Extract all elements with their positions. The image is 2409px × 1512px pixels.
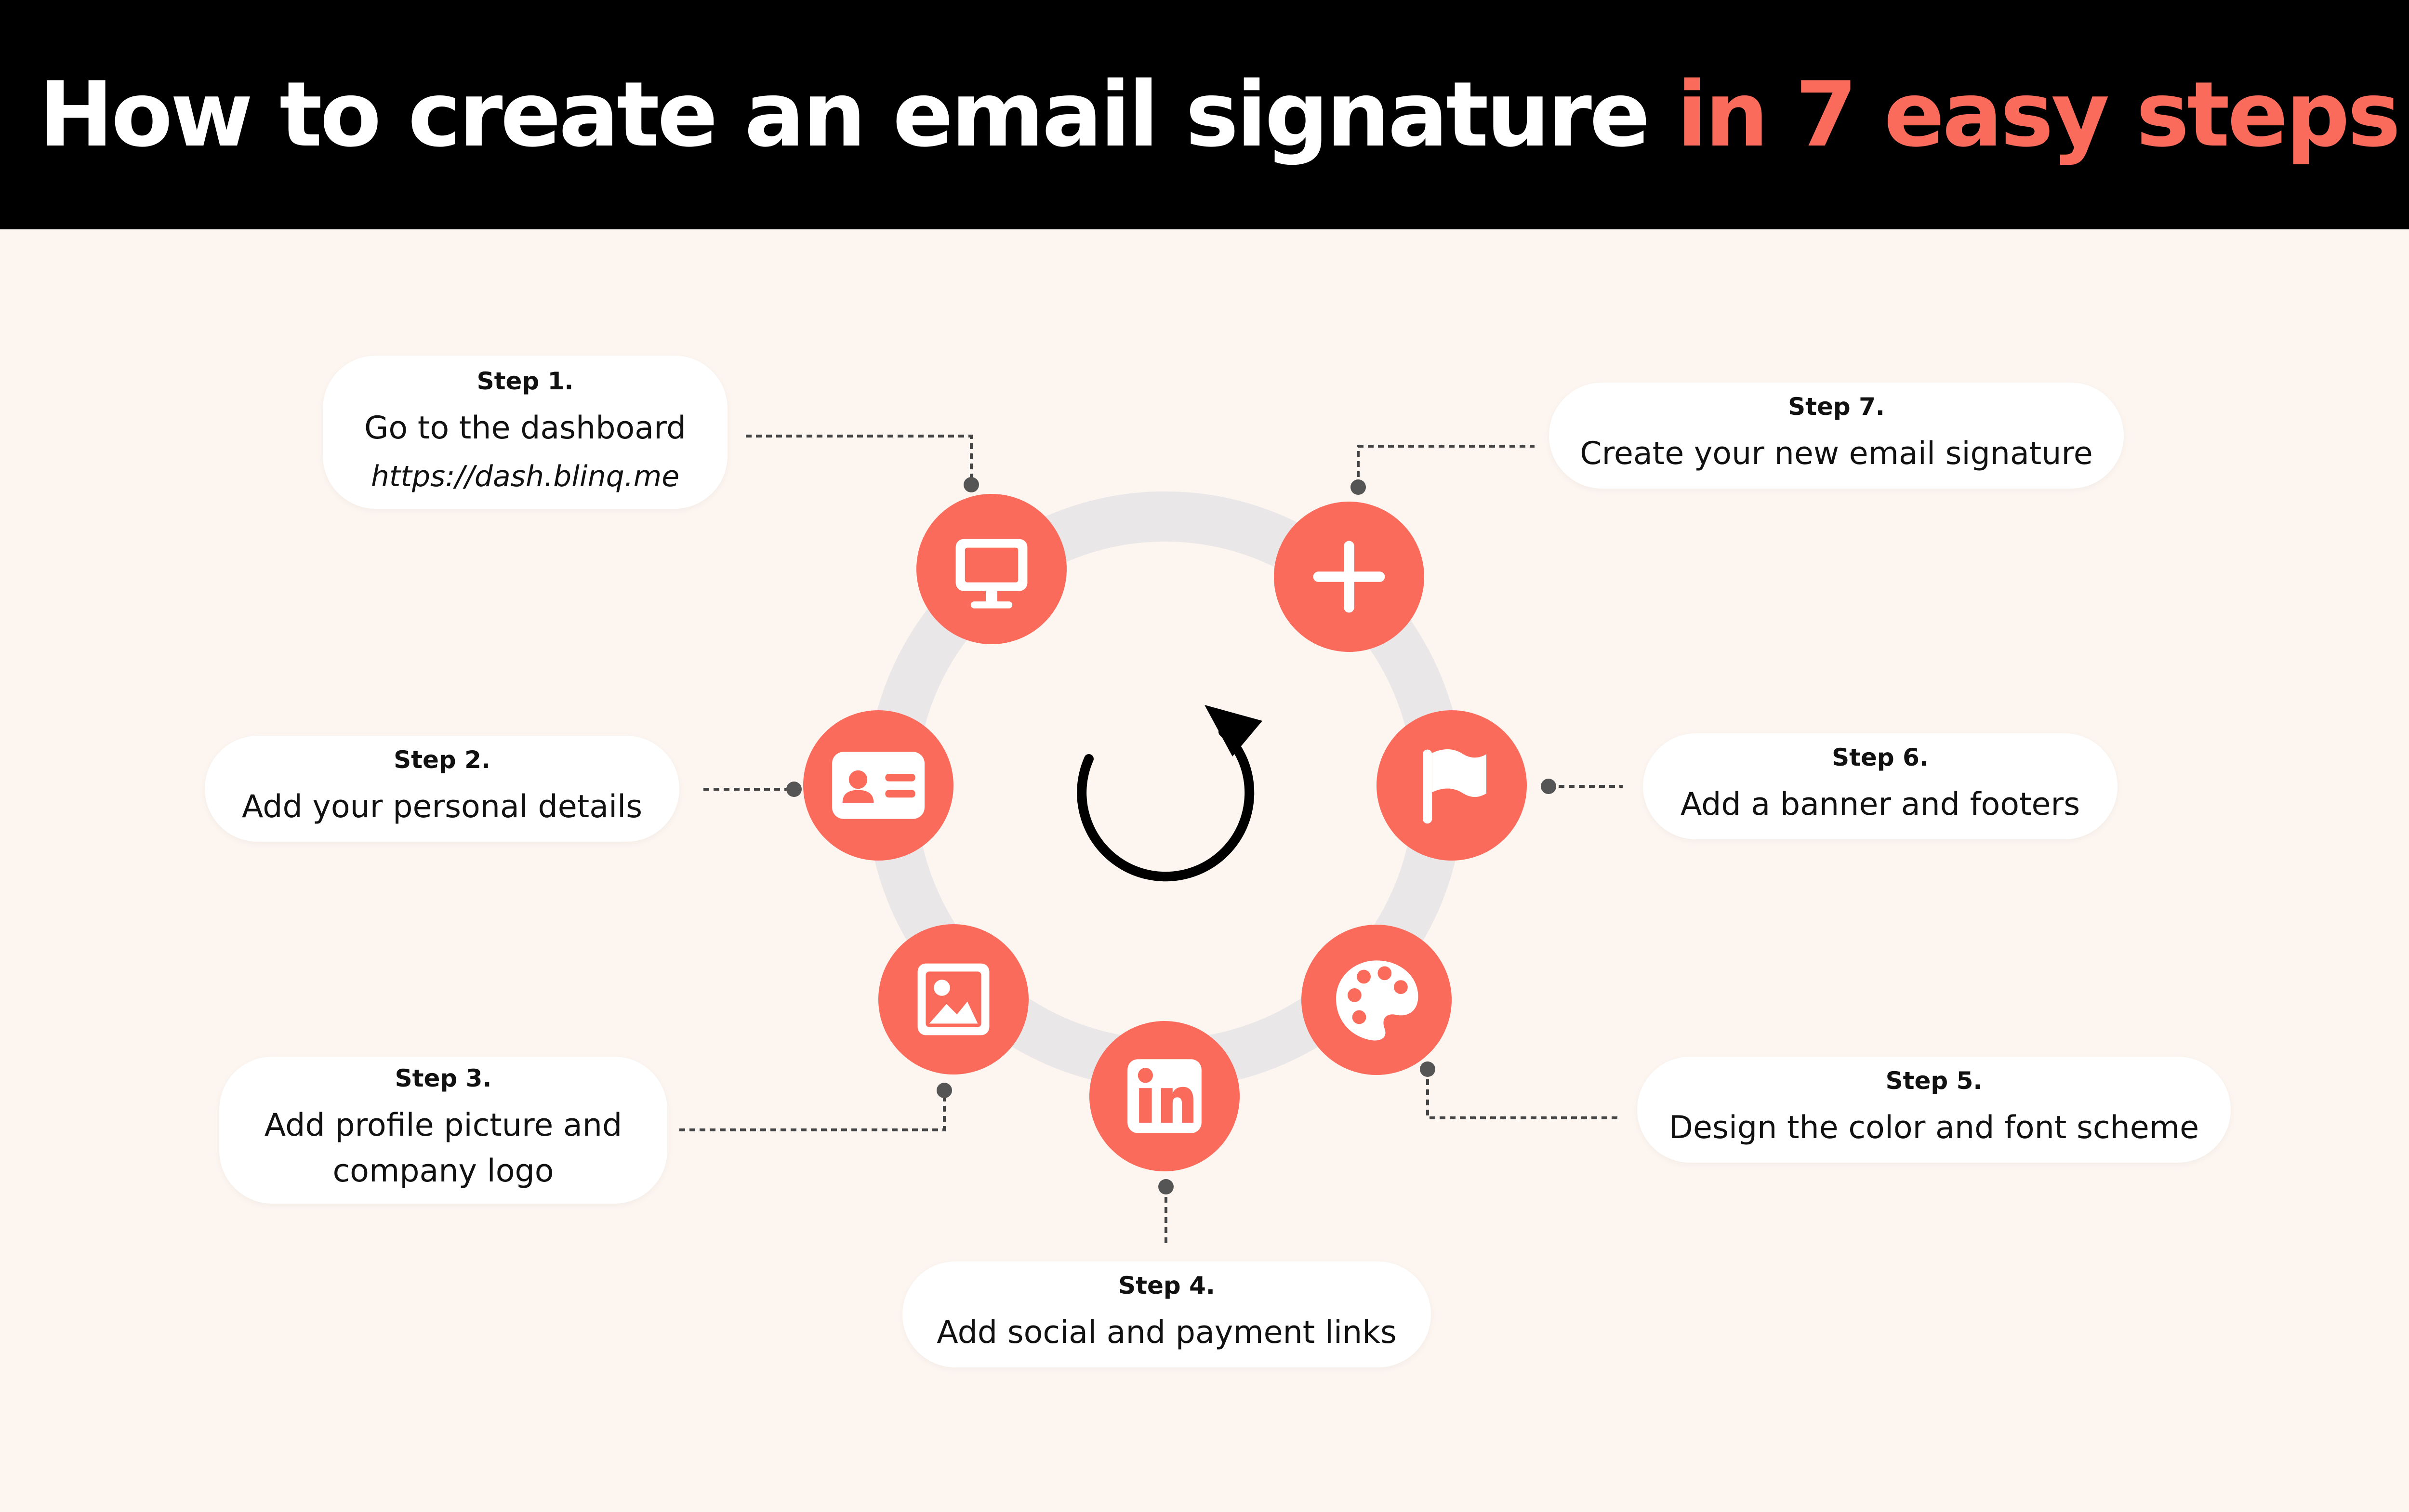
step-7-label: Create your new email signature bbox=[1580, 435, 2093, 472]
id-card-icon bbox=[832, 752, 925, 819]
step-2-node bbox=[803, 710, 953, 861]
image-icon bbox=[917, 963, 990, 1035]
step-2-label: Add your personal details bbox=[241, 788, 643, 825]
step-3-number: Step 3. bbox=[395, 1064, 492, 1093]
step-4-number: Step 4. bbox=[1118, 1271, 1215, 1300]
step-7-node bbox=[1274, 502, 1424, 652]
step-5-label: Design the color and font scheme bbox=[1668, 1109, 2199, 1146]
step-5-number: Step 5. bbox=[1885, 1066, 1983, 1095]
cycle-arrow-icon bbox=[1077, 705, 1262, 882]
step-1-card: Step 1. Go to the dashboard https://dash… bbox=[323, 356, 728, 509]
step-3-node bbox=[878, 924, 1029, 1074]
step-3-card: Step 3. Add profile picture and company … bbox=[219, 1057, 667, 1204]
step-6-card: Step 6. Add a banner and footers bbox=[1643, 733, 2118, 839]
step-6-label: Add a banner and footers bbox=[1680, 786, 2080, 822]
step-4-card: Step 4. Add social and payment links bbox=[902, 1261, 1431, 1367]
connector-dots bbox=[786, 477, 1556, 1194]
step-6-number: Step 6. bbox=[1832, 743, 1929, 771]
header-banner: How to create an email signature in 7 ea… bbox=[0, 0, 2409, 229]
step-4-label: Add social and payment links bbox=[937, 1314, 1397, 1351]
title-main: How to create an email signature bbox=[39, 62, 1650, 167]
step-1-label: Go to the dashboard bbox=[364, 410, 686, 446]
page-title: How to create an email signature in 7 ea… bbox=[39, 70, 2401, 159]
step-5-node bbox=[1301, 925, 1452, 1075]
step-3-label: Add profile picture and company logo bbox=[264, 1107, 622, 1189]
step-6-node bbox=[1377, 710, 1527, 861]
step-2-number: Step 2. bbox=[394, 745, 490, 774]
step-7-number: Step 7. bbox=[1788, 392, 1885, 421]
dashboard-url[interactable]: https://dash.blinq.me bbox=[371, 460, 680, 494]
connectors bbox=[679, 435, 1623, 1247]
step-1-node bbox=[916, 494, 1067, 644]
step-4-node bbox=[1089, 1021, 1240, 1171]
linkedin-icon bbox=[1127, 1059, 1202, 1133]
step-7-card: Step 7. Create your new email signature bbox=[1549, 383, 2124, 489]
title-highlight: in 7 easy steps bbox=[1676, 62, 2401, 167]
step-1-number: Step 1. bbox=[477, 367, 574, 395]
step-5-card: Step 5. Design the color and font scheme bbox=[1637, 1057, 2231, 1163]
step-2-card: Step 2. Add your personal details bbox=[205, 736, 679, 842]
